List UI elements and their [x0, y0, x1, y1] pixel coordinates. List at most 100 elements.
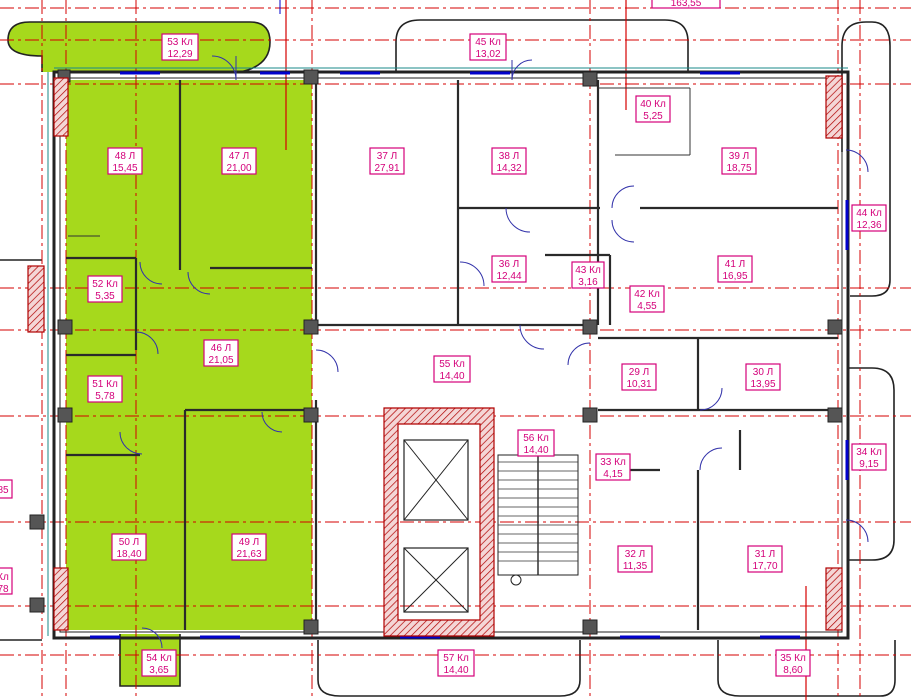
svg-text:16,95: 16,95 — [722, 271, 747, 282]
room-label-49[interactable]: 49 Л21,63 — [231, 533, 267, 561]
room-label-42[interactable]: 42 Кл4,55 — [629, 285, 665, 313]
room-label-38[interactable]: 38 Л14,32 — [491, 147, 527, 175]
svg-text:34 Кл: 34 Кл — [856, 447, 882, 458]
svg-text:12,36: 12,36 — [856, 220, 881, 231]
svg-text:46 Л: 46 Л — [211, 343, 231, 354]
svg-text:14,32: 14,32 — [496, 163, 521, 174]
svg-text:85: 85 — [0, 485, 9, 496]
svg-text:21,00: 21,00 — [226, 163, 251, 174]
svg-text:43 Кл: 43 Кл — [575, 265, 601, 276]
svg-text:53 Кл: 53 Кл — [167, 37, 193, 48]
exterior-walls — [47, 67, 850, 640]
svg-text:4,55: 4,55 — [637, 301, 657, 312]
svg-text:31 Л: 31 Л — [755, 549, 775, 560]
svg-text:3,16: 3,16 — [578, 277, 598, 288]
room-label-54[interactable]: 54 Кл3,65 — [141, 649, 177, 677]
svg-text:49 Л: 49 Л — [239, 537, 259, 548]
room-label-51[interactable]: 51 Кл5,78 — [87, 375, 123, 403]
svg-text:78: 78 — [0, 584, 9, 595]
svg-text:12,44: 12,44 — [496, 271, 521, 282]
svg-text:21,63: 21,63 — [236, 549, 261, 560]
building-core — [383, 407, 579, 637]
room-label-43[interactable]: 43 Кл3,16 — [571, 261, 605, 289]
svg-text:Кл: Кл — [0, 572, 9, 583]
windows — [90, 71, 849, 639]
svg-text:13,95: 13,95 — [750, 379, 775, 390]
svg-text:13,02: 13,02 — [475, 49, 500, 60]
svg-text:42 Кл: 42 Кл — [634, 289, 660, 300]
doors — [119, 55, 869, 649]
svg-text:47 Л: 47 Л — [229, 151, 249, 162]
svg-text:18,75: 18,75 — [726, 163, 751, 174]
svg-text:163,55: 163,55 — [671, 0, 702, 9]
svg-text:17,70: 17,70 — [752, 561, 777, 572]
svg-text:33 Кл: 33 Кл — [600, 457, 626, 468]
room-label-29[interactable]: 29 Л10,31 — [621, 363, 657, 391]
svg-text:39 Л: 39 Л — [729, 151, 749, 162]
room-label-34[interactable]: 34 Кл9,15 — [851, 443, 887, 471]
svg-text:32 Л: 32 Л — [625, 549, 645, 560]
balconies — [0, 19, 896, 697]
room-label-33[interactable]: 33 Кл4,15 — [595, 453, 631, 481]
room-label-35[interactable]: 35 Кл8,60 — [775, 649, 811, 677]
room-label-30[interactable]: 30 Л13,95 — [745, 363, 781, 391]
room-label-46[interactable]: 46 Л21,05 — [203, 339, 239, 367]
room-label-32[interactable]: 32 Л11,35 — [617, 545, 653, 573]
svg-text:38 Л: 38 Л — [499, 151, 519, 162]
room-label-47[interactable]: 47 Л21,00 — [221, 147, 257, 175]
room-label-41[interactable]: 41 Л16,95 — [717, 255, 753, 283]
svg-text:5,78: 5,78 — [95, 391, 115, 402]
structural-columns — [27, 69, 843, 635]
svg-text:41 Л: 41 Л — [725, 259, 745, 270]
room-label-48[interactable]: 48 Л15,45 — [107, 147, 143, 175]
room-label-52[interactable]: 52 Кл5,35 — [87, 275, 123, 303]
room-label-31[interactable]: 31 Л17,70 — [747, 545, 783, 573]
svg-text:48 Л: 48 Л — [115, 151, 135, 162]
svg-text:44 Кл: 44 Кл — [856, 208, 882, 219]
svg-text:12,29: 12,29 — [167, 49, 192, 60]
svg-text:27,91: 27,91 — [374, 163, 399, 174]
svg-text:35 Кл: 35 Кл — [780, 653, 806, 664]
svg-text:52 Кл: 52 Кл — [92, 279, 118, 290]
room-label-40[interactable]: 40 Кл5,25 — [635, 95, 671, 123]
svg-text:29 Л: 29 Л — [629, 367, 649, 378]
svg-text:30 Л: 30 Л — [753, 367, 773, 378]
svg-text:5,25: 5,25 — [643, 111, 663, 122]
svg-text:21,05: 21,05 — [208, 355, 233, 366]
svg-text:14,40: 14,40 — [439, 371, 464, 382]
svg-text:8,60: 8,60 — [783, 665, 803, 676]
svg-text:54 Кл: 54 Кл — [146, 653, 172, 664]
svg-text:11,35: 11,35 — [623, 561, 648, 572]
svg-text:3,65: 3,65 — [149, 665, 169, 676]
svg-text:15,45: 15,45 — [112, 163, 137, 174]
svg-text:40 Кл: 40 Кл — [640, 99, 666, 110]
svg-text:18,40: 18,40 — [116, 549, 141, 560]
svg-text:45 Кл: 45 Кл — [475, 37, 501, 48]
room-label-37[interactable]: 37 Л27,91 — [369, 147, 405, 175]
room-label-39[interactable]: 39 Л18,75 — [721, 147, 757, 175]
svg-text:51 Кл: 51 Кл — [92, 379, 118, 390]
svg-text:56 Кл: 56 Кл — [523, 433, 549, 444]
svg-text:10,31: 10,31 — [626, 379, 651, 390]
svg-text:4,15: 4,15 — [603, 469, 623, 480]
svg-text:57 Кл: 57 Кл — [443, 653, 469, 664]
svg-text:9,15: 9,15 — [859, 459, 879, 470]
room-label-50[interactable]: 50 Л18,40 — [111, 533, 147, 561]
svg-text:36 Л: 36 Л — [499, 259, 519, 270]
svg-text:14,40: 14,40 — [443, 665, 468, 676]
svg-text:55 Кл: 55 Кл — [439, 359, 465, 370]
room-label-36[interactable]: 36 Л12,44 — [491, 255, 527, 283]
fragment-top: 163,55 — [651, 0, 721, 9]
svg-text:50 Л: 50 Л — [119, 537, 139, 548]
selected-apartment — [7, 21, 312, 687]
